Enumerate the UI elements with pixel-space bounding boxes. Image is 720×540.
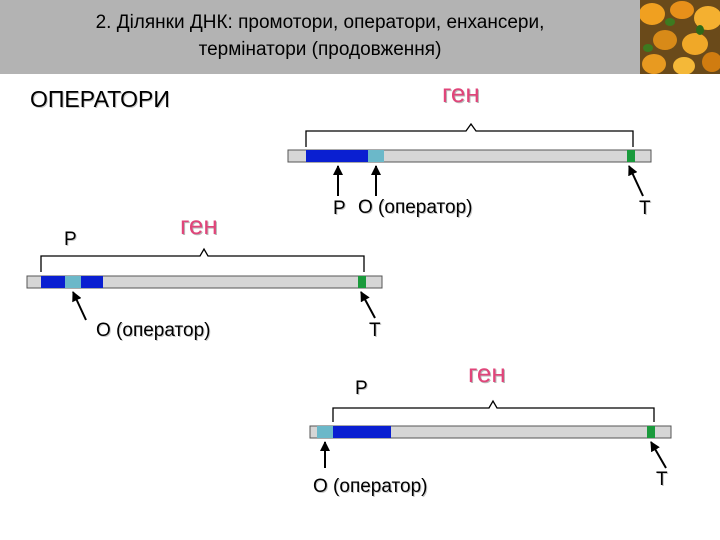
terminator-label-bottom: T (656, 469, 668, 490)
promoter-region (306, 150, 368, 162)
decorative-photo (640, 0, 720, 74)
operator-label-bottom: O (оператор) (313, 476, 428, 497)
dna-strand (26, 275, 383, 289)
operator-label-left: O (оператор) (96, 320, 211, 341)
gene-label-bottom: ген (468, 358, 506, 388)
title-line-1: 2. Ділянки ДНК: промотори, оператори, ен… (95, 12, 545, 33)
diagram-top (287, 122, 652, 197)
operator-region (317, 426, 333, 438)
promoter-label-left: P (64, 229, 77, 250)
operator-label-top: O (оператор) (358, 197, 473, 218)
promoter-label-top: P (333, 198, 346, 219)
title-line-2: термінатори (продовження) (198, 39, 442, 60)
gene-label-top: ген (442, 78, 480, 108)
diagram-left (26, 247, 383, 321)
terminator-region (358, 276, 366, 288)
terminator-region (647, 426, 655, 438)
promoter-region (81, 276, 103, 288)
promoter-region (41, 276, 65, 288)
dna-strand (309, 425, 672, 439)
terminator-label-left: T (369, 320, 381, 341)
section-title: ОПЕРАТОРИ (30, 86, 170, 112)
promoter-label-bottom: P (355, 378, 368, 399)
operator-region (65, 276, 81, 288)
gene-label-left: ген (180, 210, 218, 240)
terminator-arrow (650, 441, 667, 469)
gene-brace-bottom (332, 399, 655, 422)
gene-brace-top (305, 122, 634, 147)
terminator-arrow (628, 165, 644, 197)
promoter-region (333, 426, 391, 438)
operator-region (368, 150, 384, 162)
terminator-arrow (360, 291, 376, 319)
title-bar: 2. Ділянки ДНК: промотори, оператори, ен… (0, 0, 640, 74)
diagram-bottom (309, 399, 672, 469)
terminator-region (627, 150, 635, 162)
terminator-label-top: T (639, 198, 651, 219)
gene-brace-left (40, 247, 365, 272)
operator-arrow (72, 291, 87, 321)
